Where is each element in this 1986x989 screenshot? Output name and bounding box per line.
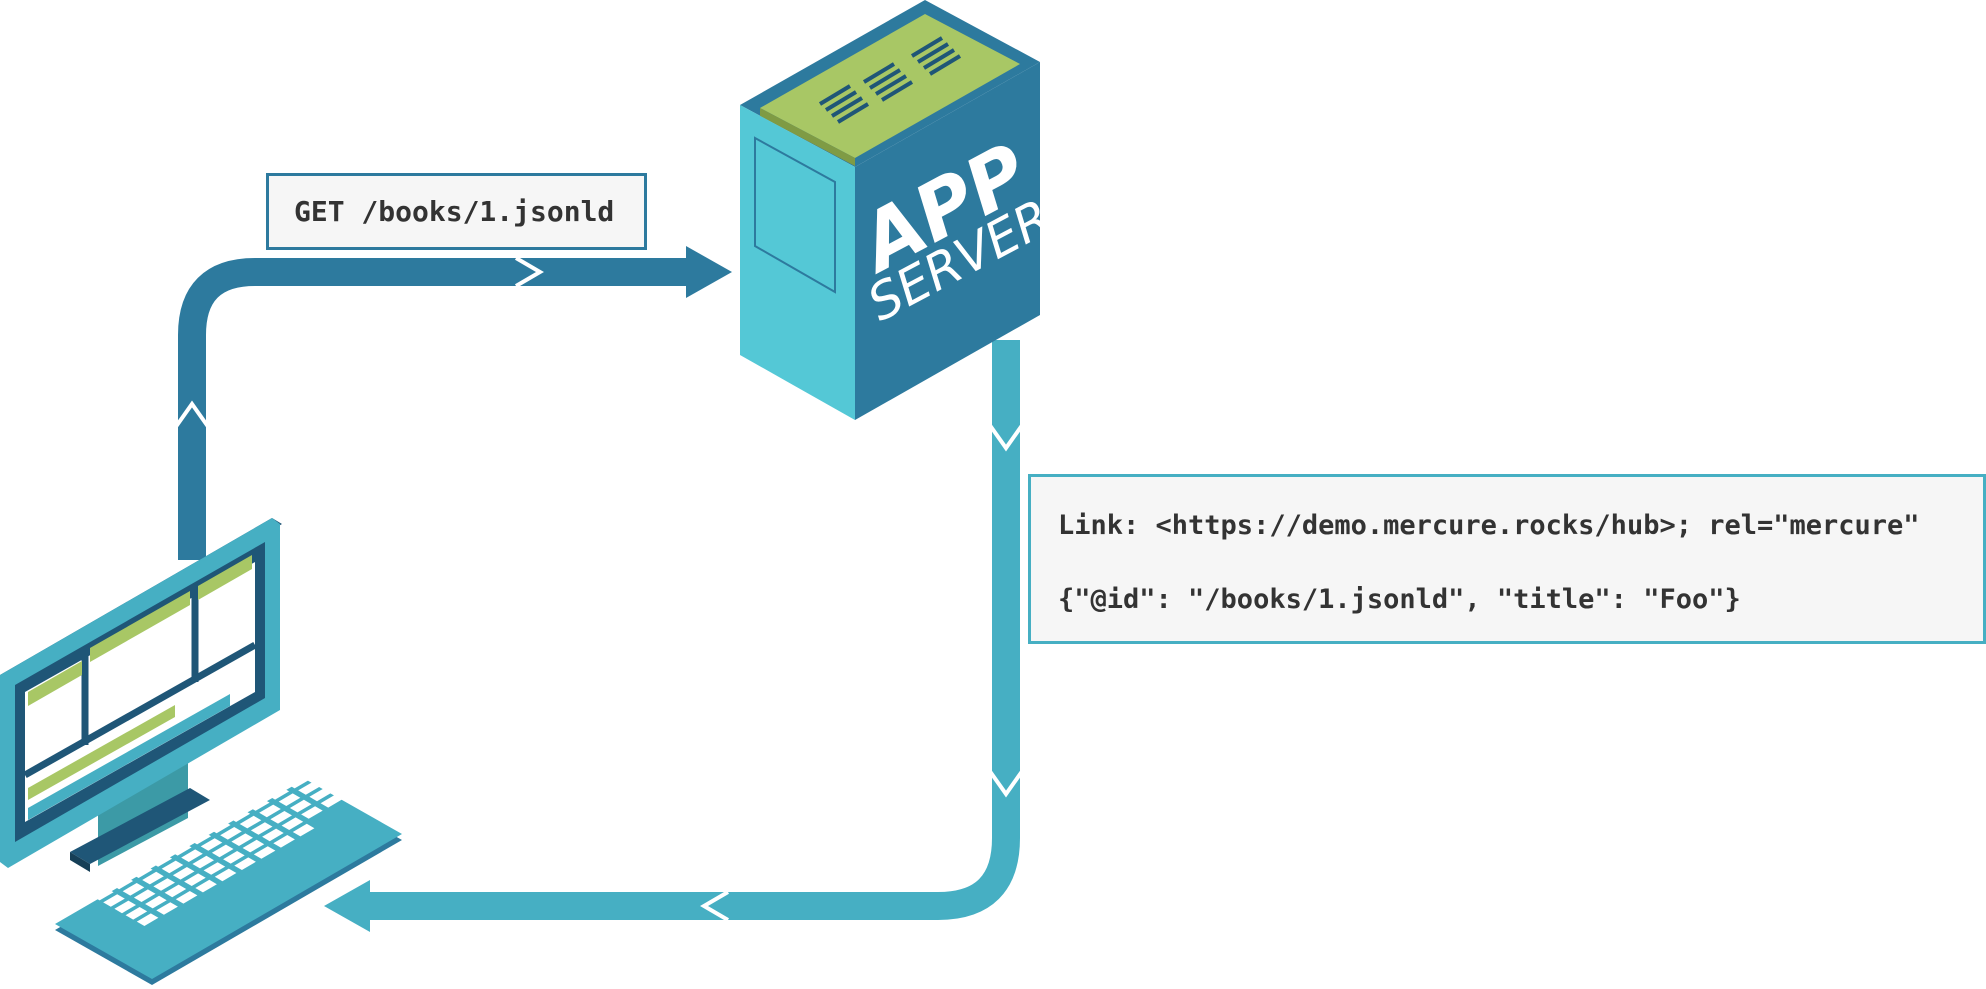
keyboard-key xyxy=(320,795,343,808)
keyboard-keys xyxy=(92,775,343,926)
keyboard-key xyxy=(170,843,192,856)
keyboard-key xyxy=(164,884,187,898)
keyboard-key xyxy=(200,838,223,851)
response-link-header: Link: <https://demo.mercure.rocks/hub>; … xyxy=(1058,510,1920,541)
keyboard-key xyxy=(125,907,148,920)
keyboard-key xyxy=(231,833,253,846)
keyboard-key xyxy=(223,851,245,864)
keyboard-key xyxy=(228,809,251,822)
keyboard-key xyxy=(273,835,295,848)
keyboard-key xyxy=(239,815,262,829)
keyboard-key xyxy=(156,902,178,915)
keyboard-key xyxy=(181,849,203,862)
keyboard-key xyxy=(287,775,309,789)
keyboard-key xyxy=(203,862,226,875)
keyboard-key xyxy=(114,900,136,914)
response-body: {"@id": "/books/1.jsonld", "title": "Foo… xyxy=(1058,584,1741,615)
keyboard-key xyxy=(209,820,231,834)
response-label: Link: <https://demo.mercure.rocks/hub>; … xyxy=(1028,474,1986,644)
keyboard-key xyxy=(301,806,323,819)
response-arrow xyxy=(324,340,1025,932)
request-label: GET /books/1.jsonld xyxy=(266,173,647,250)
keyboard xyxy=(55,775,402,985)
keyboard-key xyxy=(309,788,331,802)
keyboard-key xyxy=(172,867,195,880)
keyboard-key xyxy=(175,891,198,904)
keyboard-key xyxy=(281,817,304,830)
keyboard-key xyxy=(131,865,153,878)
keyboard-key xyxy=(267,787,290,800)
request-arrow xyxy=(173,246,732,560)
keyboard-key xyxy=(103,894,125,907)
keyboard-key xyxy=(270,811,292,824)
keyboard-key xyxy=(92,887,114,901)
computer-monitor xyxy=(0,518,282,872)
keyboard-key xyxy=(234,857,256,870)
keyboard-key xyxy=(192,855,214,869)
keyboard-key xyxy=(122,883,145,896)
keyboard-key xyxy=(195,879,217,893)
keyboard-key xyxy=(214,868,237,882)
keyboard-key xyxy=(298,782,320,795)
keyboard-key xyxy=(189,831,212,845)
keyboard-key xyxy=(262,828,284,842)
keyboard-key xyxy=(153,878,175,891)
keyboard-key xyxy=(142,871,164,885)
app-server: APP SERVER xyxy=(740,0,1061,420)
keyboard-key xyxy=(111,876,134,890)
keyboard-key xyxy=(150,854,173,867)
keyboard-key xyxy=(133,889,156,902)
keyboard-key xyxy=(248,798,270,811)
keyboard-key xyxy=(292,823,315,837)
server-vents xyxy=(818,36,962,124)
keyboard-key xyxy=(278,793,301,806)
keyboard-key xyxy=(289,799,312,813)
keyboard-key xyxy=(253,846,276,859)
keyboard-key xyxy=(145,895,167,909)
keyboard-key xyxy=(161,860,184,874)
keyboard-key xyxy=(184,873,206,886)
keyboard-key xyxy=(259,804,281,818)
keyboard-key xyxy=(242,839,265,853)
keyboard-key xyxy=(250,822,273,835)
keyboard-key xyxy=(220,827,242,840)
keyboard-key xyxy=(136,913,159,926)
keyboard-key xyxy=(211,844,234,858)
